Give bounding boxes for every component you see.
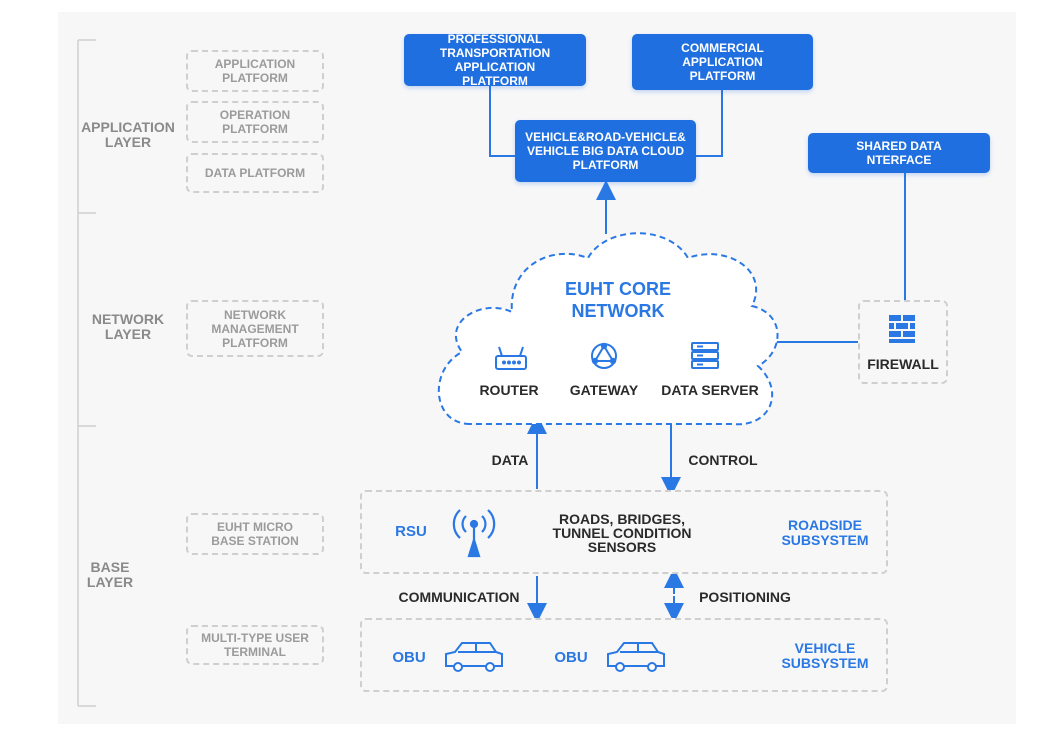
obu-label-2: OBU [554,649,588,666]
obu-label-1: OBU [392,649,426,666]
gateway-label: GATEWAY [569,382,639,398]
application-layer-label: APPLICATION LAYER [81,119,175,150]
roadside-subsystem-label: ROADSIDE SUBSYSTEM [781,517,869,548]
roadside-subsystem-box [360,490,888,574]
control-flow-label: CONTROL [688,452,758,468]
data-platform-box: DATA PLATFORM [186,153,324,193]
big-data-platform-box: VEHICLE&ROAD-VEHICLE& VEHICLE BIG DATA C… [515,120,696,182]
rsu-label: RSU [395,523,427,540]
positioning-flow-label: POSITIONING [699,589,791,605]
line-professional-to-bigdata [489,86,515,157]
multi-type-box: MULTI-TYPE USER TERMINAL [186,625,324,665]
router-label: ROUTER [479,382,539,398]
communication-flow-label: COMMUNICATION [398,589,520,605]
data-server-label: DATA SERVER [661,382,759,398]
application-platform-box: APPLICATION PLATFORM [186,50,324,92]
shared-data-interface-box: SHARED DATA NTERFACE [808,133,990,173]
core-network-title: EUHT CORE NETWORK [564,279,671,321]
network-layer-label: NETWORK LAYER [91,311,165,342]
vehicle-subsystem-label: VEHICLE SUBSYSTEM [781,640,869,671]
sensors-label: ROADS, BRIDGES, TUNNEL CONDITION SENSORS [552,511,692,555]
network-management-box: NETWORK MANAGEMENT PLATFORM [186,300,324,357]
commercial-platform-box: COMMERCIAL APPLICATION PLATFORM [632,34,813,90]
line-commercial-to-bigdata [696,90,723,157]
euht-micro-box: EUHT MICRO BASE STATION [186,513,324,555]
operation-platform-box: OPERATION PLATFORM [186,101,324,143]
professional-platform-box: PROFESSIONAL TRANSPORTATION APPLICATION … [404,32,586,88]
layer-bracket [77,39,96,707]
core-network-cloud [438,232,779,426]
data-flow-label: DATA [491,452,529,468]
firewall-label: FIREWALL [867,356,939,372]
firewall-box: FIREWALL [858,300,948,384]
base-layer-label: BASE LAYER [86,559,134,590]
